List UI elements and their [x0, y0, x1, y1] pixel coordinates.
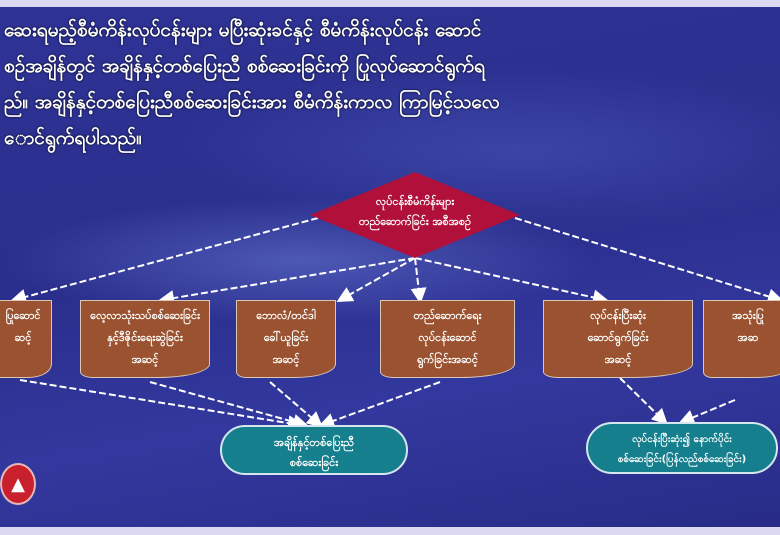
- root-label-line: တည်ဆောက်ခြင်း အစီအစဉ်: [358, 215, 472, 228]
- stage-label: အဆင့်: [272, 353, 300, 366]
- stage-box-1: ပြုဆောင် ဆင့်: [0, 300, 52, 378]
- outcome-label: စစ်ဆေးခြင်း: [289, 456, 339, 469]
- stage-label: ဆင့်: [14, 331, 32, 344]
- paragraph-line: ောင်ရွက်ရပါသည်။: [4, 127, 142, 149]
- stage-box-3: ဘောလံ/တင်ဒါ ခေါ်ယူခြင်း အဆင့်: [236, 300, 336, 378]
- outcome-realtime-check: အချိန်နှင့်တစ်ပြေးညီ စစ်ဆေးခြင်း: [220, 425, 408, 475]
- stage-label: ဆောင်ရွက်ခြင်း: [587, 331, 649, 344]
- stage-label: ဘောလံ/တင်ဒါ: [256, 309, 316, 322]
- stage-label: အဆင့်: [604, 353, 632, 366]
- stage-label: လုပ်ငန်းပြီးဆုံး: [590, 309, 646, 322]
- stage-label: နှင့်ဒီဇိုင်းရေးဆွဲခြင်း: [107, 331, 183, 344]
- paragraph-line: ဆေးရမည့်စီမံကိန်းလုပ်ငန်းများ မပြီးဆုံးခ…: [4, 19, 482, 41]
- top-border: [0, 0, 780, 7]
- paragraph-line: စဉ်အချိန်တွင် အချိန်နှင့်တစ်ပြေးညီ စစ်ဆေ…: [4, 55, 485, 77]
- outcome-label: လုပ်ငန်းပြီးဆုံး၍ နောက်ပိုင်း: [632, 434, 732, 445]
- stage-label: အဆ: [737, 331, 759, 344]
- stage-label: လေ့လာသုံးသပ်စစ်ဆေးခြင်း: [90, 309, 200, 322]
- stage-label: အသုံးပြု: [732, 309, 764, 322]
- outcome-post-completion-check: လုပ်ငန်းပြီးဆုံး၍ နောက်ပိုင်း စစ်ဆေးခြင်…: [586, 422, 778, 474]
- stage-label: အဆင့်: [131, 353, 159, 366]
- organization-logo-icon: ▲: [0, 463, 36, 505]
- outcome-label: စစ်ဆေးခြင်း(ပြန်လည်စစ်ဆေးခြင်း): [617, 454, 747, 465]
- root-diamond: [310, 172, 520, 258]
- paragraph-line: ည်။ အချိန်နှင့်တစ်ပြေးညီစစ်ဆေးခြင်းအား စ…: [4, 91, 500, 113]
- stage-box-4: တည်ဆောက်ရေး လုပ်ငန်းဆောင် ရွက်ခြင်းအဆင့်: [380, 300, 515, 378]
- stage-box-6: အသုံးပြု အဆ: [703, 300, 780, 378]
- stage-box-2: လေ့လာသုံးသပ်စစ်ဆေးခြင်း နှင့်ဒီဇိုင်းရေး…: [80, 300, 210, 378]
- stage-label: ပြုဆောင်: [5, 309, 41, 322]
- stage-label: ရွက်ခြင်းအဆင့်: [417, 353, 478, 366]
- stage-label: ခေါ်ယူခြင်း: [263, 331, 309, 344]
- stage-box-5: လုပ်ငန်းပြီးဆုံး ဆောင်ရွက်ခြင်း အဆင့်: [543, 300, 693, 378]
- root-label: လုပ်ငန်းစီမံကိန်းများ တည်ဆောက်ခြင်း အစီအ…: [310, 192, 520, 232]
- stage-label: လုပ်ငန်းဆောင်: [418, 331, 477, 344]
- bottom-border: [0, 527, 780, 535]
- root-label-line: လုပ်ငန်းစီမံကိန်းများ: [375, 195, 455, 208]
- outcome-label: အချိန်နှင့်တစ်ပြေးညီ: [273, 436, 355, 449]
- intro-paragraph: ဆေးရမည့်စီမံကိန်းလုပ်ငန်းများ မပြီးဆုံးခ…: [4, 12, 780, 156]
- stage-label: တည်ဆောက်ရေး: [413, 309, 482, 322]
